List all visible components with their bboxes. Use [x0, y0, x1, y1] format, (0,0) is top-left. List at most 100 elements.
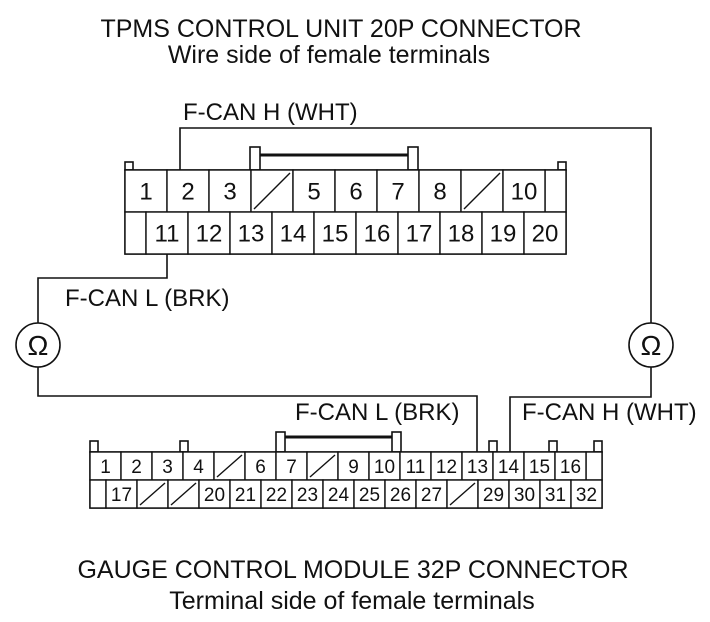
- terminal-number-26: 26: [390, 485, 411, 506]
- gauge-connector-subtitle: Terminal side of female terminals: [169, 587, 534, 615]
- terminal-number-12: 12: [436, 457, 457, 478]
- terminal-cell: [260, 479, 293, 509]
- f-can-h-label-upper: F-CAN H (WHT): [183, 99, 358, 126]
- terminal-cell: [570, 479, 603, 509]
- terminal-number-24: 24: [328, 485, 350, 506]
- terminal-cell: [313, 211, 357, 255]
- terminal-number-16: 16: [364, 221, 391, 248]
- terminal-number-10: 10: [511, 179, 538, 206]
- terminal-number-5: 5: [307, 179, 320, 206]
- terminal-number-3: 3: [162, 457, 173, 478]
- terminal-cell: [439, 211, 483, 255]
- filler-cell: [544, 169, 567, 213]
- terminal-number-27: 27: [421, 485, 442, 506]
- terminal-cell: [187, 211, 231, 255]
- unused-terminal-slash: [216, 454, 243, 478]
- terminal-number-1: 1: [100, 457, 111, 478]
- terminal-number-2: 2: [181, 179, 194, 206]
- terminal-number-14: 14: [280, 221, 307, 248]
- ohm-icon: Ω: [28, 330, 49, 361]
- terminal-number-4: 4: [193, 457, 204, 478]
- terminal-number-3: 3: [223, 179, 236, 206]
- f-can-l-wire: [37, 254, 478, 452]
- terminal-number-13: 13: [467, 457, 488, 478]
- ohmmeter-right: Ω: [628, 322, 674, 368]
- gauge-connector-tab: [89, 440, 99, 453]
- terminal-number-9: 9: [348, 457, 359, 478]
- terminal-number-31: 31: [545, 485, 566, 506]
- terminal-cell: [399, 451, 432, 481]
- tpms-connector-title: TPMS CONTROL UNIT 20P CONNECTOR: [100, 15, 581, 43]
- terminal-number-17: 17: [406, 221, 433, 248]
- terminal-number-17: 17: [111, 485, 132, 506]
- terminal-number-29: 29: [483, 485, 504, 506]
- terminal-cell: [89, 451, 122, 481]
- ohm-icon: Ω: [641, 330, 662, 361]
- tpms-connector-subtitle: Wire side of female terminals: [168, 41, 490, 69]
- unused-terminal-slash: [170, 482, 197, 506]
- terminal-number-25: 25: [359, 485, 380, 506]
- terminal-number-32: 32: [576, 485, 597, 506]
- terminal-number-11: 11: [155, 221, 180, 248]
- terminal-cell: [508, 479, 541, 509]
- ohmmeter-circle: [628, 322, 674, 368]
- terminal-number-7: 7: [286, 457, 297, 478]
- terminal-number-15: 15: [529, 457, 550, 478]
- terminal-number-1: 1: [139, 179, 152, 206]
- terminal-cell: [384, 479, 417, 509]
- terminal-number-16: 16: [560, 457, 581, 478]
- tpms-connector-lock-tab: [249, 146, 419, 171]
- unused-terminal-slash: [463, 172, 501, 210]
- unused-terminal-slash: [139, 482, 166, 506]
- f-can-h-wire: [179, 127, 652, 452]
- terminal-number-18: 18: [448, 221, 475, 248]
- terminal-cell: [523, 451, 556, 481]
- terminal-cell: [166, 169, 210, 213]
- terminal-number-7: 7: [391, 179, 404, 206]
- terminal-cell: [322, 479, 355, 509]
- filler-cell: [585, 451, 603, 481]
- terminal-cell: [376, 169, 420, 213]
- terminal-number-23: 23: [297, 485, 318, 506]
- terminal-number-20: 20: [532, 221, 559, 248]
- tpms-connector-side-tab-right: [557, 161, 567, 171]
- terminal-cell: [334, 169, 378, 213]
- terminal-number-10: 10: [374, 457, 395, 478]
- terminal-cell: [481, 211, 525, 255]
- unused-terminal-slash: [449, 482, 476, 506]
- terminal-number-19: 19: [490, 221, 517, 248]
- gauge-connector-tab: [548, 440, 558, 453]
- f-can-h-label-lower: F-CAN H (WHT): [522, 399, 697, 426]
- ohmmeter-circle: [15, 322, 61, 368]
- terminal-number-15: 15: [322, 221, 349, 248]
- terminal-number-13: 13: [238, 221, 265, 248]
- gauge-connector-lock-tab: [275, 431, 402, 453]
- gauge-connector-tab: [488, 440, 498, 453]
- terminal-number-8: 8: [433, 179, 446, 206]
- terminal-number-21: 21: [235, 485, 256, 506]
- tpms-connector-side-tab-left: [124, 161, 134, 171]
- terminal-cell: [502, 169, 546, 213]
- terminal-cell: [355, 211, 399, 255]
- f-can-l-label-upper: F-CAN L (BRK): [65, 285, 229, 312]
- filler-cell: [89, 479, 107, 509]
- terminal-number-6: 6: [255, 457, 266, 478]
- ohmmeter-left: Ω: [15, 322, 61, 368]
- unused-terminal-slash: [253, 172, 291, 210]
- terminal-cell: [523, 211, 567, 255]
- terminal-number-12: 12: [196, 221, 223, 248]
- terminal-cell: [151, 451, 184, 481]
- terminal-number-6: 6: [349, 179, 362, 206]
- terminal-cell: [292, 169, 336, 213]
- gauge-connector-tab: [179, 440, 189, 453]
- unused-terminal-slash: [309, 454, 336, 478]
- terminal-cell: [539, 479, 572, 509]
- terminal-cell: [554, 451, 587, 481]
- terminal-number-2: 2: [131, 457, 142, 478]
- terminal-cell: [105, 479, 138, 509]
- filler-cell: [124, 211, 147, 255]
